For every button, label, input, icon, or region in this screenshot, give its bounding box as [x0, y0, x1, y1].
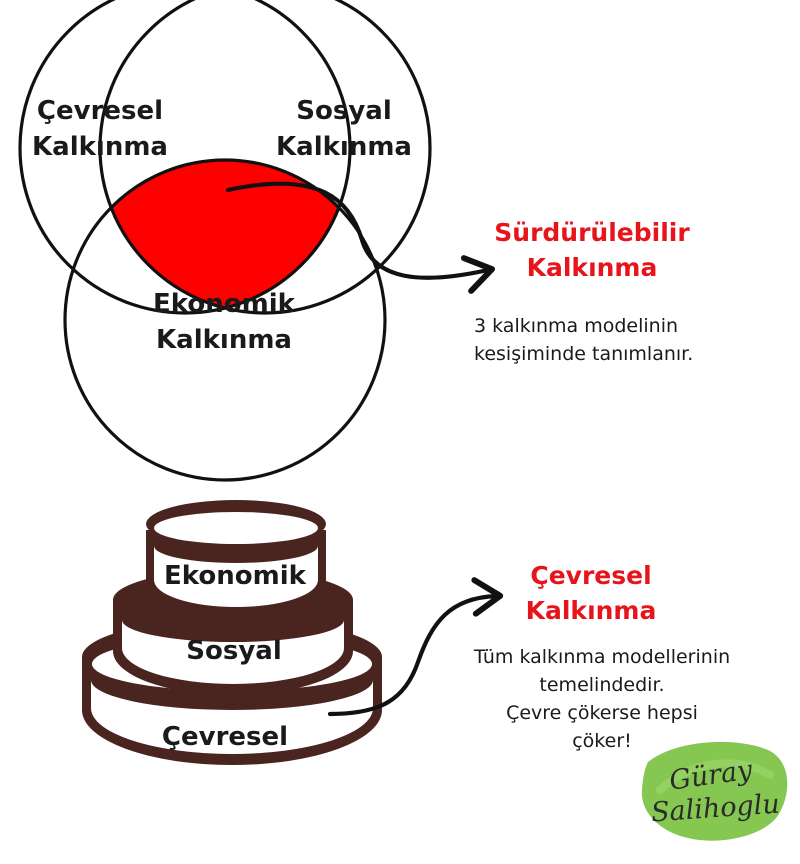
arrow-sustainable [225, 181, 496, 294]
label-economic-2: Kalkınma [156, 325, 292, 355]
circle-economic [63, 158, 387, 482]
environmental-desc-1: Tüm kalkınma modellerinin [473, 646, 730, 668]
tier-middle-label: Sosyal [186, 636, 281, 666]
signature-logo: Güray Salihoglu [641, 741, 788, 841]
label-environmental-1: Çevresel [37, 96, 163, 126]
label-economic-1: Ekonomik [153, 289, 296, 319]
environmental-desc-2: temelindedir. [539, 674, 664, 696]
label-environmental-2: Kalkınma [32, 132, 168, 162]
environmental-desc-4: çöker! [572, 730, 632, 752]
arrow-environmental [327, 577, 504, 717]
environmental-desc-3: Çevre çökerse hepsi [506, 702, 698, 724]
environmental-title-1: Çevresel [530, 561, 651, 590]
venn-diagram: Çevresel Kalkınma Sosyal Kalkınma Ekonom… [18, 0, 496, 482]
circle-environmental [18, 0, 352, 315]
cake-diagram [82, 500, 382, 765]
sustainable-title-2: Kalkınma [527, 253, 658, 282]
sustainable-desc-1: 3 kalkınma modelinin [474, 315, 678, 337]
circle-social [98, 0, 432, 315]
tier-bottom-label: Çevresel [162, 722, 288, 752]
intersection-area [100, 160, 350, 313]
label-social-1: Sosyal [296, 96, 391, 126]
sustainable-title-1: Sürdürülebilir [494, 218, 690, 247]
sustainable-desc-2: kesişiminde tanımlanır. [474, 343, 693, 365]
tier-top-label: Ekonomik [164, 561, 307, 591]
environmental-title-2: Kalkınma [526, 596, 657, 625]
label-social-2: Kalkınma [276, 132, 412, 162]
